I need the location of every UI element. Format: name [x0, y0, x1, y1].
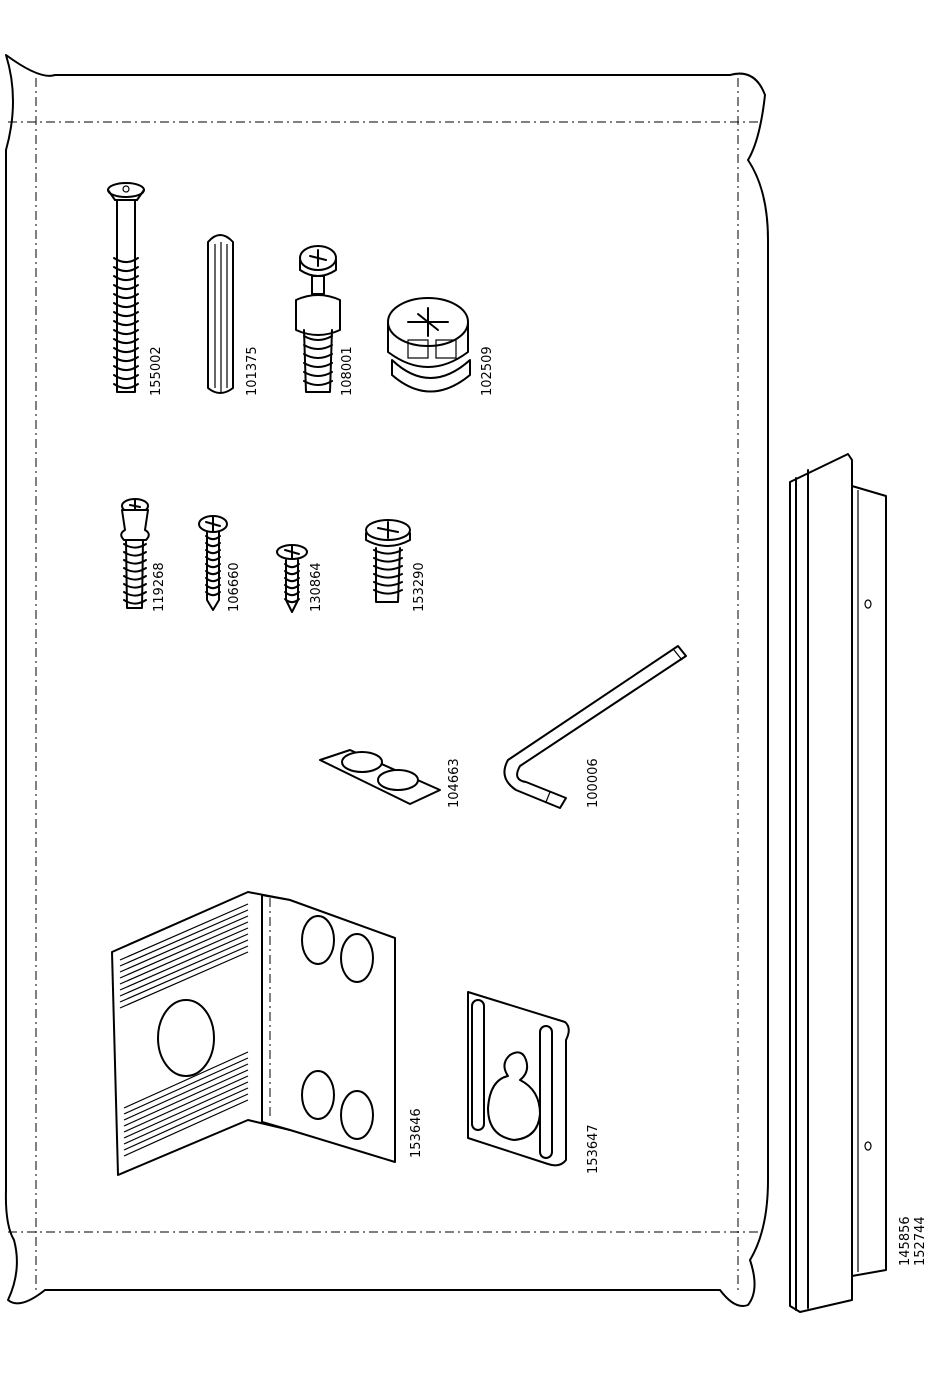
label-153647: 153647 — [586, 1124, 601, 1174]
cam-lock-102509 — [388, 298, 470, 392]
screw-130864 — [277, 545, 307, 612]
wall-rail — [790, 454, 886, 1312]
cam-bolt-108001 — [296, 246, 340, 392]
label-104663: 104663 — [447, 758, 462, 808]
label-153646: 153646 — [409, 1108, 424, 1158]
label-145856: 145856 — [898, 1216, 913, 1266]
bracket-153646 — [112, 892, 395, 1175]
label-152744: 152744 — [913, 1216, 928, 1266]
felt-pads-104663 — [320, 750, 440, 804]
label-106660: 106660 — [227, 562, 242, 612]
label-101375: 101375 — [245, 346, 260, 396]
screw-106660 — [199, 516, 227, 610]
dowel-101375 — [208, 235, 233, 393]
label-100006: 100006 — [586, 758, 601, 808]
keyhole-plate-153647 — [468, 992, 569, 1165]
label-130864: 130864 — [309, 562, 324, 612]
screw-153290 — [366, 520, 410, 602]
label-155002: 155002 — [149, 346, 164, 396]
screw-119268 — [121, 499, 149, 608]
label-108001: 108001 — [340, 346, 355, 396]
screw-155002 — [108, 183, 144, 392]
label-119268: 119268 — [152, 562, 167, 612]
label-102509: 102509 — [480, 346, 495, 396]
label-153290: 153290 — [412, 562, 427, 612]
